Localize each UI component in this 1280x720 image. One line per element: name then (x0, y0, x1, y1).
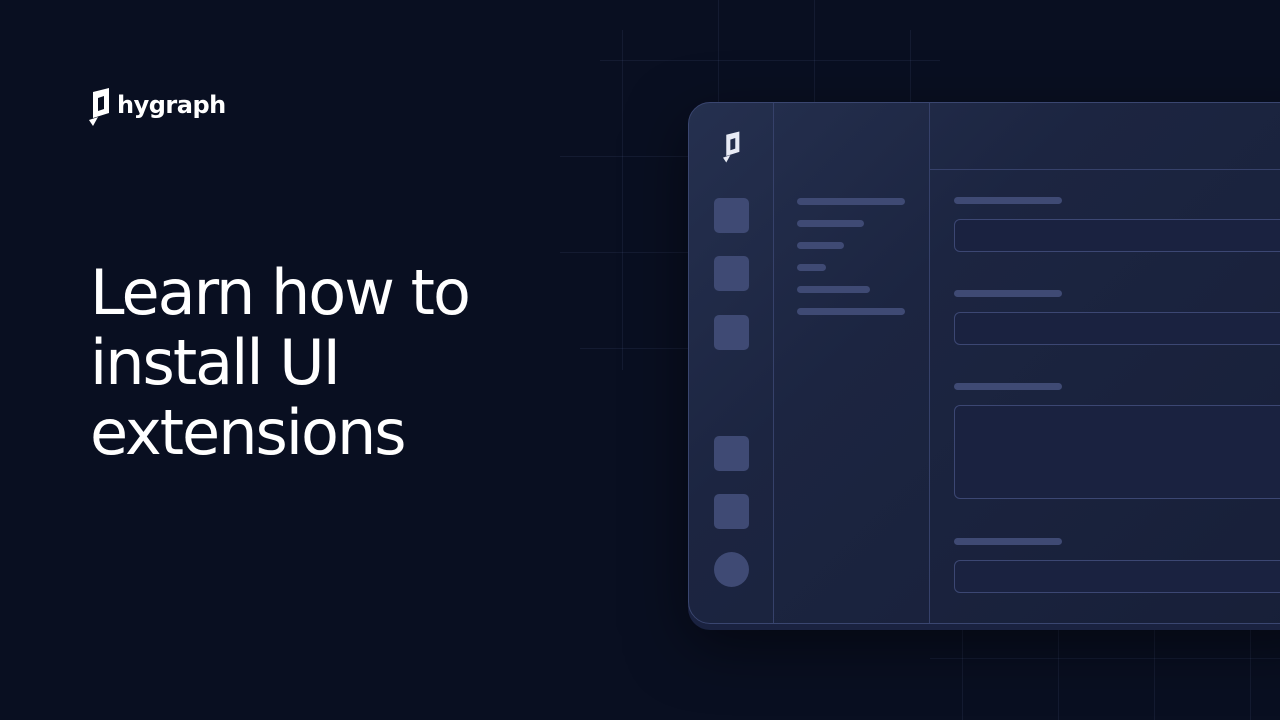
nav-placeholder-icon (714, 436, 749, 471)
grid-line (718, 0, 719, 110)
page-title: Learn how to install UI extensions (90, 258, 570, 468)
title-line: extensions (90, 396, 407, 469)
grid-line (560, 156, 690, 157)
hygraph-logo-icon (723, 131, 741, 168)
field-input-placeholder (954, 219, 1280, 252)
submenu-placeholder-line (797, 242, 844, 249)
field-label-placeholder (954, 538, 1062, 545)
submenu-placeholder-line (797, 220, 864, 227)
grid-line (962, 622, 963, 720)
nav-placeholder-icon (714, 256, 749, 291)
hygraph-logo-icon (89, 88, 111, 126)
field-label-placeholder (954, 197, 1062, 204)
app-mockup-window (688, 102, 1280, 624)
nav-placeholder-icon (714, 315, 749, 350)
grid-line (1154, 622, 1155, 720)
grid-line (910, 30, 911, 110)
submenu-placeholder-line (797, 308, 905, 315)
submenu-placeholder-line (797, 286, 870, 293)
field-input-placeholder (954, 560, 1280, 593)
app-mockup-submenu (773, 103, 930, 623)
app-mockup-sidebar (689, 103, 774, 623)
brand-logo[interactable]: hygraph (89, 88, 226, 126)
nav-placeholder-icon (714, 198, 749, 233)
submenu-placeholder-line (797, 198, 905, 205)
grid-line (580, 348, 690, 349)
title-line: install UI (90, 326, 341, 399)
grid-line (600, 60, 940, 61)
nav-placeholder-icon (714, 494, 749, 529)
submenu-placeholder-line (797, 264, 826, 271)
field-textarea-placeholder (954, 405, 1280, 499)
grid-line (1058, 622, 1059, 720)
grid-line (814, 0, 815, 110)
title-line: Learn how to (90, 256, 471, 329)
grid-line (622, 30, 623, 370)
grid-line (930, 658, 1280, 659)
field-label-placeholder (954, 383, 1062, 390)
grid-line (560, 252, 690, 253)
field-input-placeholder (954, 312, 1280, 345)
field-label-placeholder (954, 290, 1062, 297)
avatar (714, 552, 749, 587)
brand-name: hygraph (117, 91, 226, 119)
app-mockup-topbar (929, 103, 1280, 170)
grid-line (1250, 622, 1251, 720)
